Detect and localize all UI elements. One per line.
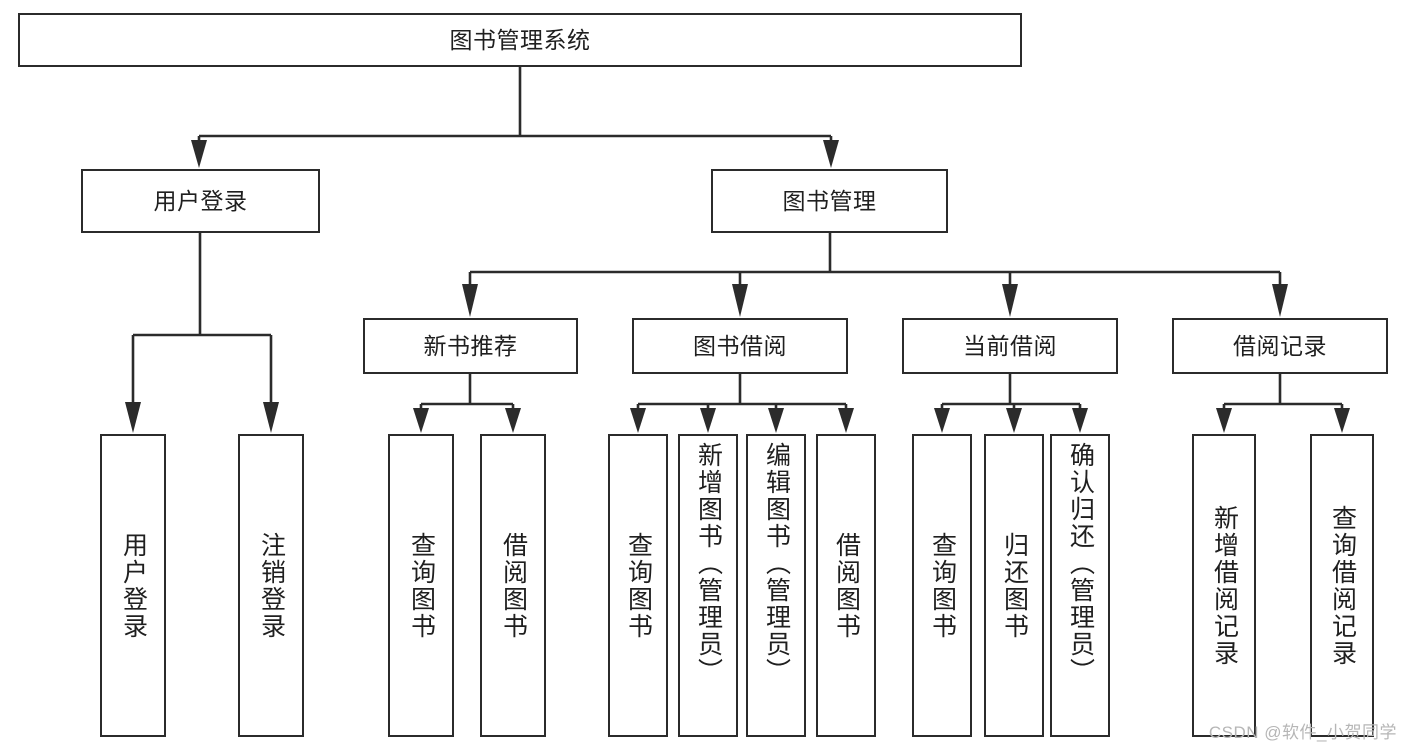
node-root-system-label: 图书管理系统 xyxy=(449,26,591,53)
node-leaf-return-book[interactable]: 归还图书 xyxy=(984,434,1044,737)
node-leaf-logout[interactable]: 注销登录 xyxy=(238,434,304,737)
node-leaf-user-login[interactable]: 用户登录 xyxy=(100,434,166,737)
node-leaf-add-record[interactable]: 新增借阅记录 xyxy=(1192,434,1256,737)
node-leaf-query-book[interactable]: 查询图书 xyxy=(608,434,668,737)
watermark-text: CSDN @软件_小贺同学 xyxy=(1208,723,1397,742)
node-book-manage[interactable]: 图书管理 xyxy=(711,169,948,233)
node-user-login[interactable]: 用户登录 xyxy=(81,169,320,233)
node-leaf-edit-book[interactable]: 编辑图书（管理员） xyxy=(746,434,806,737)
node-leaf-query-record[interactable]: 查询借阅记录 xyxy=(1310,434,1374,737)
node-leaf-confirm-return-label: 确认归还（管理员） xyxy=(1066,442,1095,685)
node-leaf-borrow-book[interactable]: 借阅图书 xyxy=(816,434,876,737)
node-new-book-recommend-label: 新书推荐 xyxy=(423,332,518,359)
node-leaf-query-book-current[interactable]: 查询图书 xyxy=(912,434,972,737)
node-leaf-add-book[interactable]: 新增图书（管理员） xyxy=(678,434,738,737)
node-book-borrow[interactable]: 图书借阅 xyxy=(632,318,848,374)
node-leaf-add-record-label: 新增借阅记录 xyxy=(1210,504,1239,667)
node-leaf-logout-label: 注销登录 xyxy=(257,531,286,640)
node-leaf-query-book-rec-label: 查询图书 xyxy=(407,531,436,640)
node-leaf-confirm-return[interactable]: 确认归还（管理员） xyxy=(1050,434,1110,737)
node-borrow-record[interactable]: 借阅记录 xyxy=(1172,318,1388,374)
node-leaf-borrow-book-rec[interactable]: 借阅图书 xyxy=(480,434,546,737)
node-leaf-user-login-label: 用户登录 xyxy=(119,531,148,640)
node-root-system[interactable]: 图书管理系统 xyxy=(18,13,1022,67)
node-leaf-add-book-label: 新增图书（管理员） xyxy=(694,442,723,685)
node-leaf-borrow-book-label: 借阅图书 xyxy=(832,531,861,640)
node-borrow-record-label: 借阅记录 xyxy=(1233,332,1327,359)
node-leaf-query-book-current-label: 查询图书 xyxy=(928,531,957,640)
node-leaf-edit-book-label: 编辑图书（管理员） xyxy=(762,442,791,685)
node-new-book-recommend[interactable]: 新书推荐 xyxy=(363,318,578,374)
node-current-borrow[interactable]: 当前借阅 xyxy=(902,318,1118,374)
node-leaf-query-book-label: 查询图书 xyxy=(624,531,653,640)
node-leaf-borrow-book-rec-label: 借阅图书 xyxy=(499,531,528,640)
node-current-borrow-label: 当前借阅 xyxy=(963,332,1057,359)
node-book-borrow-label: 图书借阅 xyxy=(693,332,787,359)
node-leaf-return-book-label: 归还图书 xyxy=(1000,531,1029,640)
node-user-login-label: 用户登录 xyxy=(153,187,248,214)
node-leaf-query-record-label: 查询借阅记录 xyxy=(1328,504,1357,667)
node-book-manage-label: 图书管理 xyxy=(782,187,877,214)
node-leaf-query-book-rec[interactable]: 查询图书 xyxy=(388,434,454,737)
